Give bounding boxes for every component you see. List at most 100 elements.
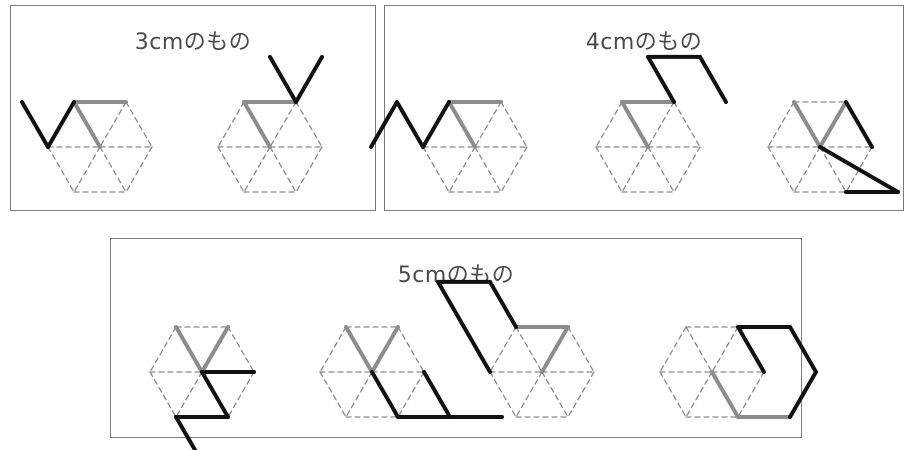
- grid-edge: [845, 146, 873, 193]
- grid-edge: [448, 146, 476, 193]
- grid-edge: [515, 326, 543, 373]
- grid-edge: [567, 371, 595, 418]
- black-segment: [200, 370, 230, 420]
- grid-edge: [711, 326, 739, 373]
- grid-edge: [397, 326, 425, 373]
- grid-edge: [269, 101, 297, 148]
- black-segment: [174, 415, 198, 450]
- black-segment: [646, 54, 676, 104]
- grid-edge: [737, 371, 765, 418]
- black-segment: [462, 324, 492, 374]
- figure-3cm-2: [217, 54, 324, 193]
- black-segment: [788, 370, 818, 420]
- figure-5cm-1: [149, 324, 256, 450]
- grid-edge: [295, 146, 323, 193]
- grid-edge: [175, 371, 203, 418]
- gray-segment: [818, 99, 848, 149]
- black-segment: [370, 370, 400, 420]
- grid-edge: [685, 326, 713, 373]
- grid-edge: [474, 101, 502, 148]
- gray-segment: [174, 324, 204, 374]
- grid-edge: [345, 371, 373, 418]
- black-segment: [395, 99, 425, 149]
- figure-5cm-3: [436, 279, 595, 418]
- grid-edge: [489, 326, 517, 373]
- gray-segment: [344, 324, 374, 374]
- black-segment: [422, 370, 452, 420]
- grid-edge: [567, 326, 595, 373]
- grid-edge: [149, 371, 177, 418]
- grid-edge: [474, 146, 502, 193]
- black-segment: [369, 99, 399, 149]
- grid-edge: [397, 371, 425, 418]
- grid-edge: [659, 371, 687, 418]
- grid-edge: [673, 101, 701, 148]
- figure-4cm-3: [767, 99, 900, 195]
- black-segment: [436, 279, 466, 329]
- gray-segment: [540, 324, 570, 374]
- gray-segment: [792, 99, 822, 149]
- grid-edge: [125, 146, 153, 193]
- black-segment: [421, 99, 451, 149]
- grid-edge: [673, 146, 701, 193]
- grid-edge: [125, 101, 153, 148]
- grid-edge: [269, 146, 297, 193]
- grid-edge: [99, 146, 127, 193]
- grid-edge: [422, 146, 450, 193]
- grid-edge: [243, 146, 271, 193]
- panel-5cm: 5cmのもの: [110, 238, 802, 438]
- black-segment: [20, 99, 50, 149]
- gray-segment: [710, 370, 740, 420]
- grid-edge: [99, 101, 127, 148]
- grid-edge: [217, 101, 245, 148]
- grid-edge: [541, 371, 569, 418]
- gray-segment: [200, 324, 230, 374]
- grid-edge: [149, 326, 177, 373]
- grid-edge: [73, 146, 101, 193]
- figure-5cm-2: [319, 324, 504, 420]
- figure-5cm-4: [659, 324, 818, 420]
- grid-edge: [621, 146, 649, 193]
- grid-edge: [515, 371, 543, 418]
- black-segment: [46, 99, 76, 149]
- grid-edge: [217, 146, 245, 193]
- grid-edge: [319, 326, 347, 373]
- grid-edge: [47, 146, 75, 193]
- black-segment: [818, 145, 900, 195]
- grid-edge: [647, 101, 675, 148]
- grid-edge: [500, 146, 528, 193]
- black-segment: [268, 54, 298, 104]
- grid-edge: [295, 101, 323, 148]
- gray-segment: [72, 99, 102, 149]
- grid-edge: [227, 326, 255, 373]
- grid-edge: [685, 371, 713, 418]
- figure-3cm-1: [20, 99, 153, 193]
- grid-edge: [767, 146, 795, 193]
- grid-edge: [595, 146, 623, 193]
- panel-4cm: 4cmのもの: [384, 5, 904, 211]
- grid-edge: [595, 101, 623, 148]
- black-segment: [488, 279, 518, 329]
- black-segment: [844, 99, 874, 149]
- black-segment: [788, 324, 818, 374]
- panel-title: 3cmのもの: [134, 30, 252, 55]
- gray-segment: [242, 99, 272, 149]
- grid-edge: [319, 371, 347, 418]
- gray-segment: [447, 99, 477, 149]
- grid-edge: [500, 101, 528, 148]
- grid-edge: [647, 146, 675, 193]
- figure-4cm-2: [595, 54, 728, 193]
- panel-title: 4cmのもの: [585, 30, 703, 55]
- grid-edge: [489, 371, 517, 418]
- figure-4cm-1: [369, 99, 528, 193]
- grid-edge: [227, 371, 255, 418]
- black-segment: [294, 54, 324, 104]
- black-segment: [698, 54, 728, 104]
- grid-edge: [659, 326, 687, 373]
- grid-edge: [793, 146, 821, 193]
- gray-segment: [620, 99, 650, 149]
- black-segment: [736, 324, 766, 374]
- gray-segment: [370, 324, 400, 374]
- grid-edge: [767, 101, 795, 148]
- grid-edge: [819, 146, 847, 193]
